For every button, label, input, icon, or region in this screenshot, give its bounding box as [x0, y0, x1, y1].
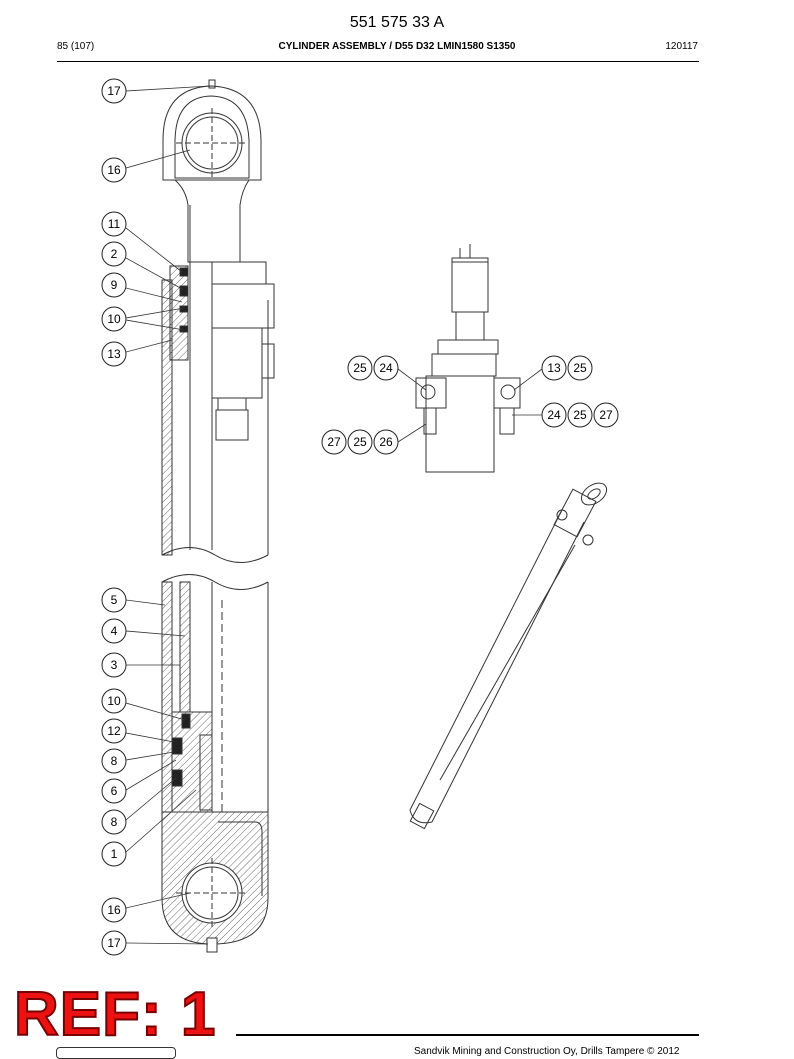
port-detail-view	[415, 244, 521, 473]
callout-label: 27	[599, 408, 613, 422]
isometric-cylinder-view	[409, 482, 608, 830]
callout-label: 16	[107, 163, 121, 177]
callout-label: 25	[573, 361, 587, 375]
callout-label: 13	[107, 347, 121, 361]
document-code: 120117	[665, 41, 698, 52]
callout-label: 10	[107, 694, 121, 708]
footer-divider	[236, 1034, 699, 1036]
callout-label: 16	[107, 903, 121, 917]
ref-stamp: REF: 1	[13, 980, 217, 1049]
callout-label: 13	[547, 361, 561, 375]
callout-label: 10	[107, 312, 121, 326]
callout-label: 1	[111, 847, 118, 861]
callout-label: 27	[327, 435, 341, 449]
callout-label: 5	[111, 593, 118, 607]
callout-label: 25	[353, 361, 367, 375]
callout-label: 24	[547, 408, 561, 422]
callout-label: 9	[111, 278, 118, 292]
callout-label: 8	[111, 815, 118, 829]
callout-label: 24	[379, 361, 393, 375]
callout-label: 17	[107, 84, 121, 98]
callout-label: 11	[108, 217, 121, 231]
callout-label: 25	[573, 408, 587, 422]
callout-bubbles	[101, 78, 619, 956]
page-number: 85 (107)	[57, 41, 95, 52]
document-number: 551 575 33 A	[349, 14, 445, 31]
page-title: CYLINDER ASSEMBLY / D55 D32 LMIN1580 S13…	[278, 41, 516, 52]
callout-label: 4	[111, 624, 118, 638]
main-cylinder-view	[161, 79, 275, 953]
callout-label: 25	[353, 435, 367, 449]
footer-copyright: Sandvik Mining and Construction Oy, Dril…	[414, 1046, 680, 1057]
leader-lines	[125, 85, 543, 945]
callout-label: 8	[111, 754, 118, 768]
callout-label: 26	[379, 435, 393, 449]
callout-label: 2	[111, 247, 118, 261]
header-divider	[57, 61, 699, 62]
callout-labels: 17 16 11 2 9 10 13 5 4 3 10 12 8 6 8 1 1…	[107, 84, 613, 950]
callout-label: 3	[111, 658, 118, 672]
callout-label: 6	[111, 784, 118, 798]
callout-label: 17	[107, 936, 121, 950]
callout-label: 12	[107, 724, 121, 738]
